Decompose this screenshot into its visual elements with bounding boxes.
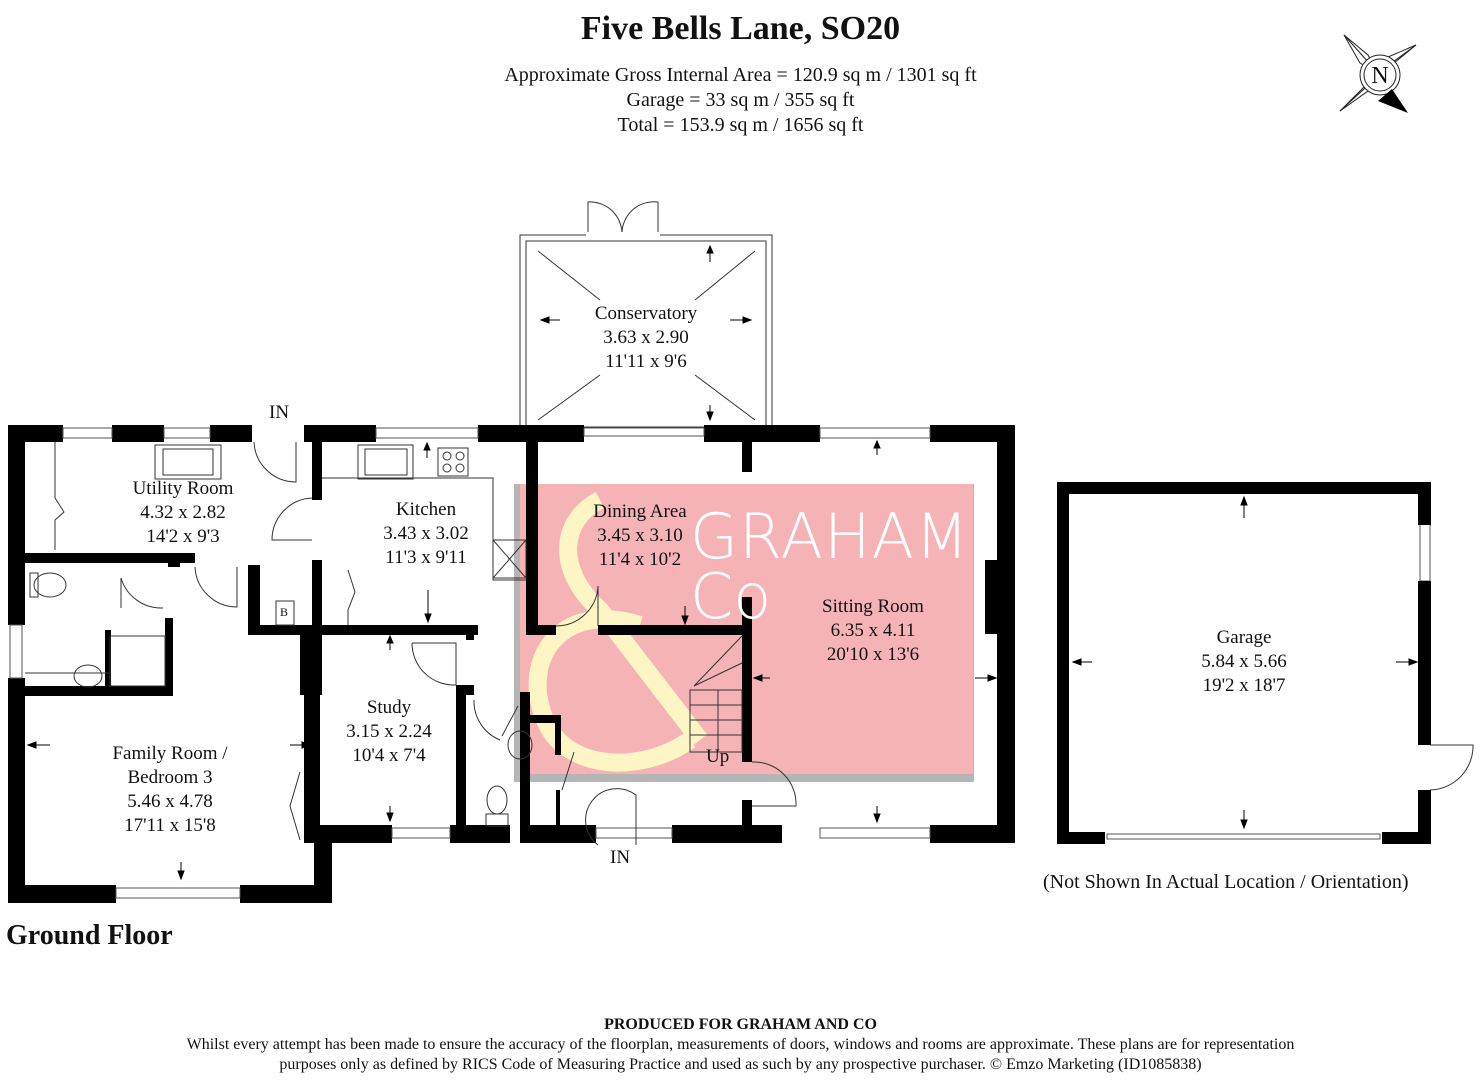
room-imperial: 19'2 x 18'7	[1202, 675, 1286, 696]
room-metric: 5.46 x 4.78	[127, 791, 213, 812]
room-name: Utility Room	[132, 478, 234, 499]
room-name: Conservatory	[594, 303, 698, 324]
room-imperial: 11'4 x 10'2	[598, 549, 682, 570]
room-metric: 4.32 x 2.82	[140, 502, 226, 523]
garage-orientation-note: (Not Shown In Actual Location / Orientat…	[1043, 871, 1409, 893]
room-dining: Dining Area 3.45 x 3.10 11'4 x 10'2	[593, 500, 686, 572]
entrance-marker-top: IN	[269, 402, 290, 423]
room-kitchen: Kitchen 3.43 x 3.02 11'3 x 9'11	[383, 498, 469, 570]
room-name: Dining Area	[593, 501, 687, 522]
garage-area: Garage = 33 sq m / 355 sq ft	[626, 89, 855, 111]
watermark-brand-line1: GRAHAM	[690, 500, 970, 573]
room-family: Family Room / Bedroom 3 5.46 x 4.78 17'1…	[112, 742, 227, 838]
room-metric: 5.84 x 5.66	[1201, 651, 1287, 672]
room-metric: 3.15 x 2.24	[346, 721, 432, 742]
stairs-up-label: Up	[706, 746, 730, 767]
room-name: Study	[366, 697, 412, 718]
compass-north-label: N	[1371, 63, 1388, 89]
room-name: Kitchen	[395, 499, 457, 520]
room-utility: Utility Room 4.32 x 2.82 14'2 x 9'3	[133, 477, 234, 549]
room-conservatory: Conservatory 3.63 x 2.90 11'11 x 9'6	[595, 302, 697, 374]
room-metric: 3.45 x 3.10	[597, 525, 683, 546]
floor-plan-drawing	[8, 201, 1474, 903]
room-imperial: 11'3 x 9'11	[385, 547, 467, 568]
room-name: Sitting Room	[822, 596, 924, 617]
room-imperial: 17'11 x 15'8	[124, 815, 216, 836]
room-imperial: 10'4 x 7'4	[352, 745, 426, 766]
room-name-2: Bedroom 3	[127, 767, 213, 788]
room-metric: 3.63 x 2.90	[603, 327, 689, 348]
floor-label: Ground Floor	[6, 920, 173, 951]
disclaimer-line-1: Whilst every attempt has been made to en…	[186, 1036, 1295, 1053]
room-name: Garage	[1216, 627, 1272, 648]
total-area: Total = 153.9 sq m / 1656 sq ft	[617, 114, 864, 136]
room-garage: Garage 5.84 x 5.66 19'2 x 18'7	[1201, 626, 1287, 698]
room-metric: 3.43 x 3.02	[383, 523, 469, 544]
boiler-label: B	[280, 605, 289, 619]
room-sitting: Sitting Room 6.35 x 4.11 20'10 x 13'6	[822, 595, 924, 667]
room-name: Family Room /	[112, 743, 228, 764]
disclaimer-line-2: purposes only as defined by RICS Code of…	[279, 1056, 1202, 1073]
room-imperial: 20'10 x 13'6	[826, 644, 920, 665]
compass-rose-icon: N	[1339, 34, 1417, 113]
produced-for: PRODUCED FOR GRAHAM AND CO	[604, 1016, 877, 1033]
room-metric: 6.35 x 4.11	[830, 620, 916, 641]
room-study: Study 3.15 x 2.24 10'4 x 7'4	[346, 696, 432, 768]
room-imperial: 11'11 x 9'6	[605, 351, 687, 372]
plan-title: Five Bells Lane, SO20	[580, 10, 901, 47]
watermark-brand-line2: Co	[690, 560, 772, 633]
gross-internal-area: Approximate Gross Internal Area = 120.9 …	[504, 64, 977, 86]
room-imperial: 14'2 x 9'3	[146, 526, 220, 547]
entrance-marker-bottom: IN	[610, 847, 631, 868]
